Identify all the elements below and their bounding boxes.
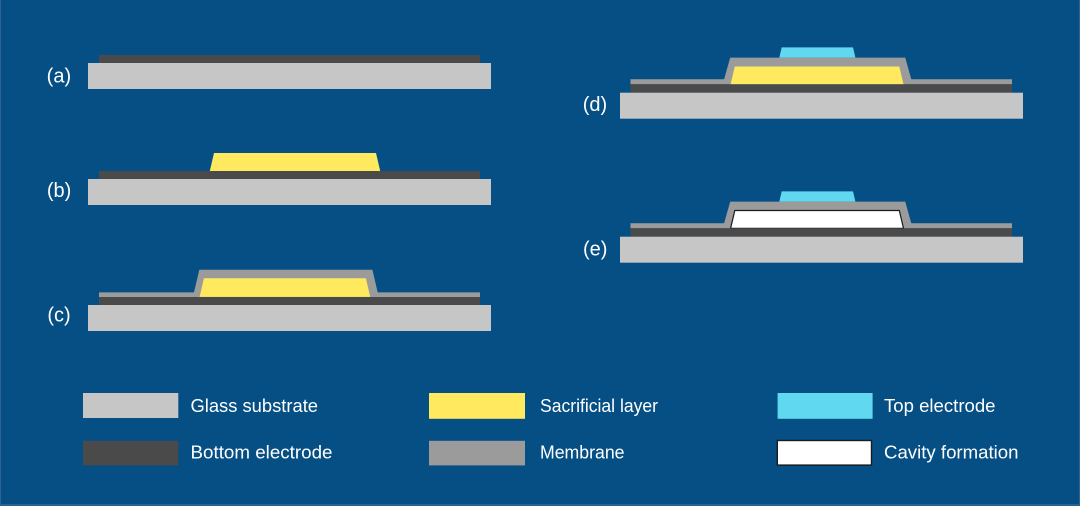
svg-text:Bottom electrode: Bottom electrode	[191, 442, 333, 463]
svg-text:Sacrificial layer: Sacrificial layer	[540, 395, 658, 416]
svg-text:Top electrode: Top electrode	[884, 395, 996, 416]
svg-text:Cavity formation: Cavity formation	[884, 442, 1019, 463]
svg-text:(d): (d)	[583, 94, 607, 116]
svg-text:Glass substrate: Glass substrate	[191, 395, 319, 416]
svg-text:(c): (c)	[47, 305, 70, 327]
svg-text:(b): (b)	[47, 180, 71, 202]
svg-text:(e): (e)	[583, 238, 607, 260]
svg-text:Membrane: Membrane	[540, 442, 625, 463]
svg-text:(a): (a)	[47, 65, 71, 87]
